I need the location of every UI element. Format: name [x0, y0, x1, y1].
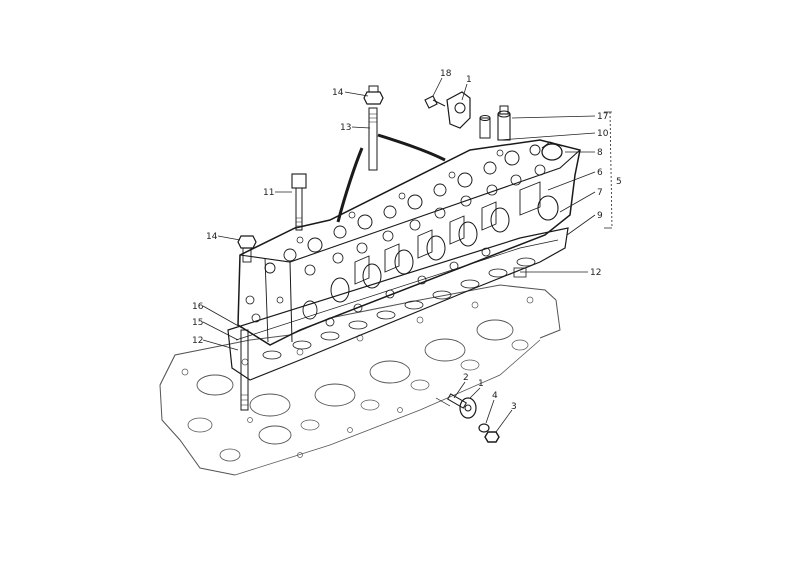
- callout-3: 3: [511, 402, 517, 412]
- callout-13: 13: [340, 123, 351, 133]
- lower-stud: [240, 329, 249, 411]
- nut-bottom-icon: [484, 431, 500, 443]
- washer-icon: [478, 423, 490, 433]
- left-nut-icon: [237, 235, 257, 263]
- callout-7: 7: [597, 188, 603, 198]
- callout-labels: 18 1 14 13 17 10 8 6 7 5 9 11 14 12 16 1…: [192, 69, 622, 412]
- callout-14-left: 14: [206, 232, 218, 242]
- head-gasket: [227, 227, 569, 381]
- leader-lines: [202, 77, 596, 433]
- head-top-ports: [264, 144, 546, 276]
- callout-10: 10: [597, 129, 609, 139]
- callout-18: 18: [440, 69, 452, 79]
- callout-9: 9: [597, 211, 603, 221]
- block-bores: [181, 296, 534, 462]
- injector-nozzle: [497, 105, 511, 141]
- callout-16: 16: [192, 302, 204, 312]
- stud-nut-icon: [363, 85, 384, 105]
- callout-6: 6: [597, 168, 603, 178]
- head-side-ports: [245, 195, 559, 327]
- cylinder-head: [237, 139, 581, 346]
- head-bosses: [354, 181, 541, 285]
- callout-5: 5: [616, 177, 622, 187]
- cylinder-head-stud: [368, 107, 378, 171]
- callout-8: 8: [597, 148, 603, 158]
- sleeve-icon: [479, 115, 491, 139]
- flange-bottom: [459, 397, 477, 419]
- callout-1-top: 1: [466, 75, 472, 85]
- assembly-bracket: [604, 111, 613, 229]
- wire: [336, 147, 364, 223]
- head-bolt: [291, 173, 307, 231]
- eye-bolt: [424, 95, 446, 109]
- callout-11: 11: [263, 188, 274, 198]
- wire-upper: [377, 133, 446, 162]
- callout-12-left: 12: [192, 336, 203, 346]
- callout-2: 2: [463, 373, 469, 383]
- engine-block: [159, 284, 561, 476]
- core-plug-icon: [541, 141, 563, 161]
- callout-14-top: 14: [332, 88, 344, 98]
- lifting-eye: [446, 91, 471, 129]
- callout-17: 17: [597, 112, 608, 122]
- stud-bottom: [435, 393, 467, 409]
- callout-15: 15: [192, 318, 203, 328]
- callout-4: 4: [492, 391, 498, 401]
- callout-1-bottom: 1: [478, 379, 484, 389]
- callout-12-right: 12: [590, 268, 601, 278]
